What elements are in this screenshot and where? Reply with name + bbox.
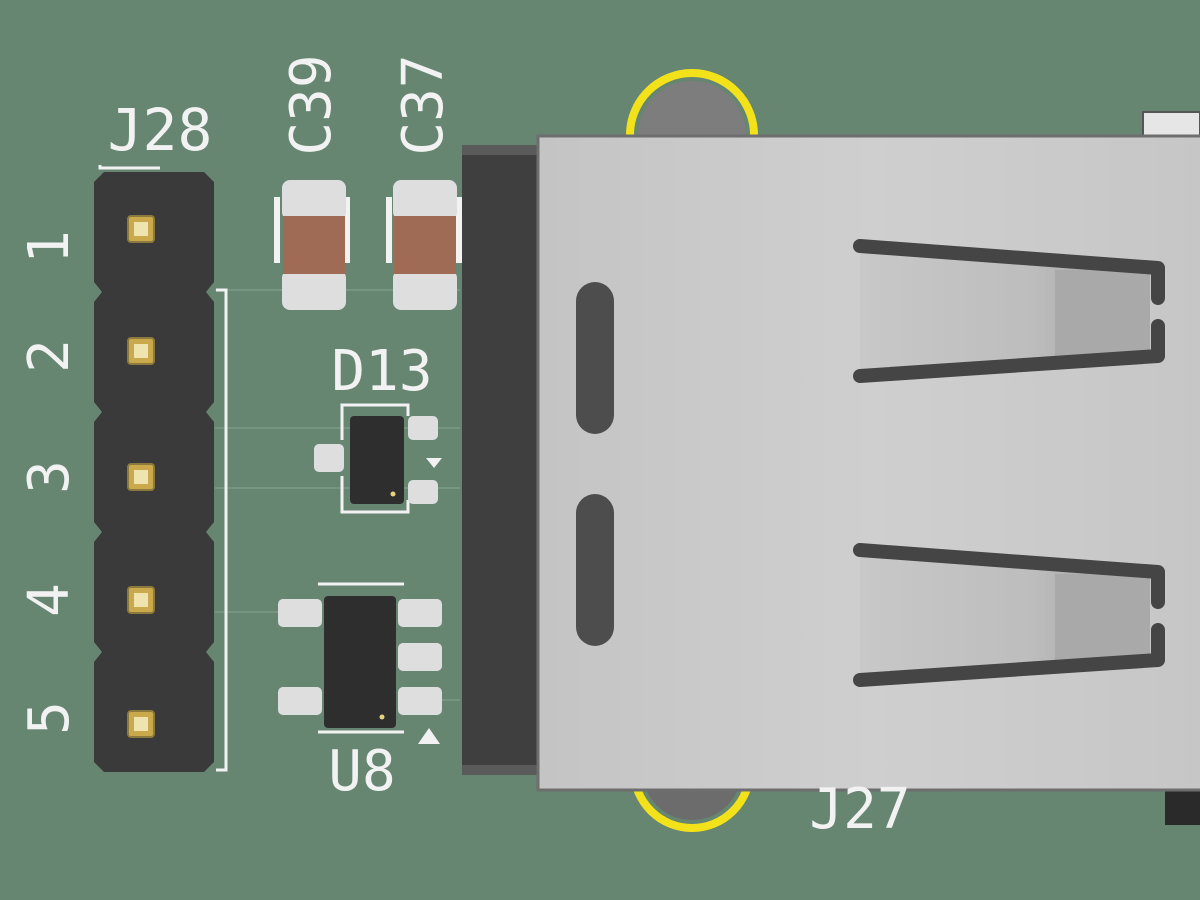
c39-silk-right — [344, 197, 350, 263]
u8-pin1-marker — [418, 728, 440, 744]
j28-silkscreen-outline — [98, 165, 160, 170]
j27-metal-shell — [536, 134, 1200, 792]
c39-capacitor[interactable]: C39 — [274, 54, 350, 310]
j28-pin-label-3: 3 — [17, 460, 82, 494]
c39-pad-top — [282, 180, 346, 220]
c39-silk-left — [274, 197, 280, 263]
u8-pad-right-3 — [398, 687, 442, 715]
u8-pad-right-1 — [398, 599, 442, 627]
c37-reference-label: C37 — [391, 54, 456, 155]
u8-pad-right-2 — [398, 643, 442, 671]
d13-pad-right-top — [408, 416, 438, 440]
u8-body — [324, 596, 396, 728]
c37-silk-right — [456, 197, 462, 263]
j27-reference-label: J27 — [809, 777, 910, 842]
j28-pin-label-2: 2 — [17, 339, 82, 373]
u8-reference-label: U8 — [328, 739, 395, 804]
u8-pad-left-1 — [278, 599, 322, 627]
u8-ic[interactable]: U8 — [278, 582, 442, 804]
c37-silk-left — [386, 197, 392, 263]
d13-reference-label: D13 — [331, 339, 432, 404]
c39-reference-label: C39 — [279, 54, 344, 155]
c37-body — [394, 216, 456, 274]
j28-pin-label-4: 4 — [17, 583, 82, 617]
j27-slot-top — [576, 282, 614, 434]
j27-slot-bottom — [576, 494, 614, 646]
d13-diode[interactable]: D13 — [314, 339, 442, 514]
d13-body — [350, 416, 404, 504]
j28-pin-header[interactable]: J28 1 2 3 4 5 — [17, 96, 228, 772]
j28-pin-label-1: 1 — [17, 230, 82, 264]
c39-pad-bottom — [282, 270, 346, 310]
c39-body — [283, 216, 345, 274]
j27-spring-tab-upper — [853, 239, 1165, 383]
j27-usb-connector[interactable]: J27 — [462, 69, 1200, 842]
c37-pad-bottom — [393, 270, 457, 310]
j27-front-lip — [462, 145, 548, 775]
j28-reference-label: J28 — [108, 96, 213, 164]
c37-pad-top — [393, 180, 457, 220]
j28-pin-label-5: 5 — [17, 701, 82, 735]
d13-pad-right-bottom — [408, 480, 438, 504]
u8-pad-left-2 — [278, 687, 322, 715]
j28-pins — [127, 215, 155, 738]
d13-silk-outline — [340, 403, 410, 440]
d13-pad-left — [314, 444, 344, 472]
j28-silkscreen-bracket — [216, 288, 228, 772]
c37-capacitor[interactable]: C37 — [386, 54, 462, 310]
j27-spring-tab-lower — [853, 543, 1165, 687]
j27-tab-bottom-right — [1165, 785, 1200, 825]
d13-pin1-marker — [426, 458, 442, 468]
